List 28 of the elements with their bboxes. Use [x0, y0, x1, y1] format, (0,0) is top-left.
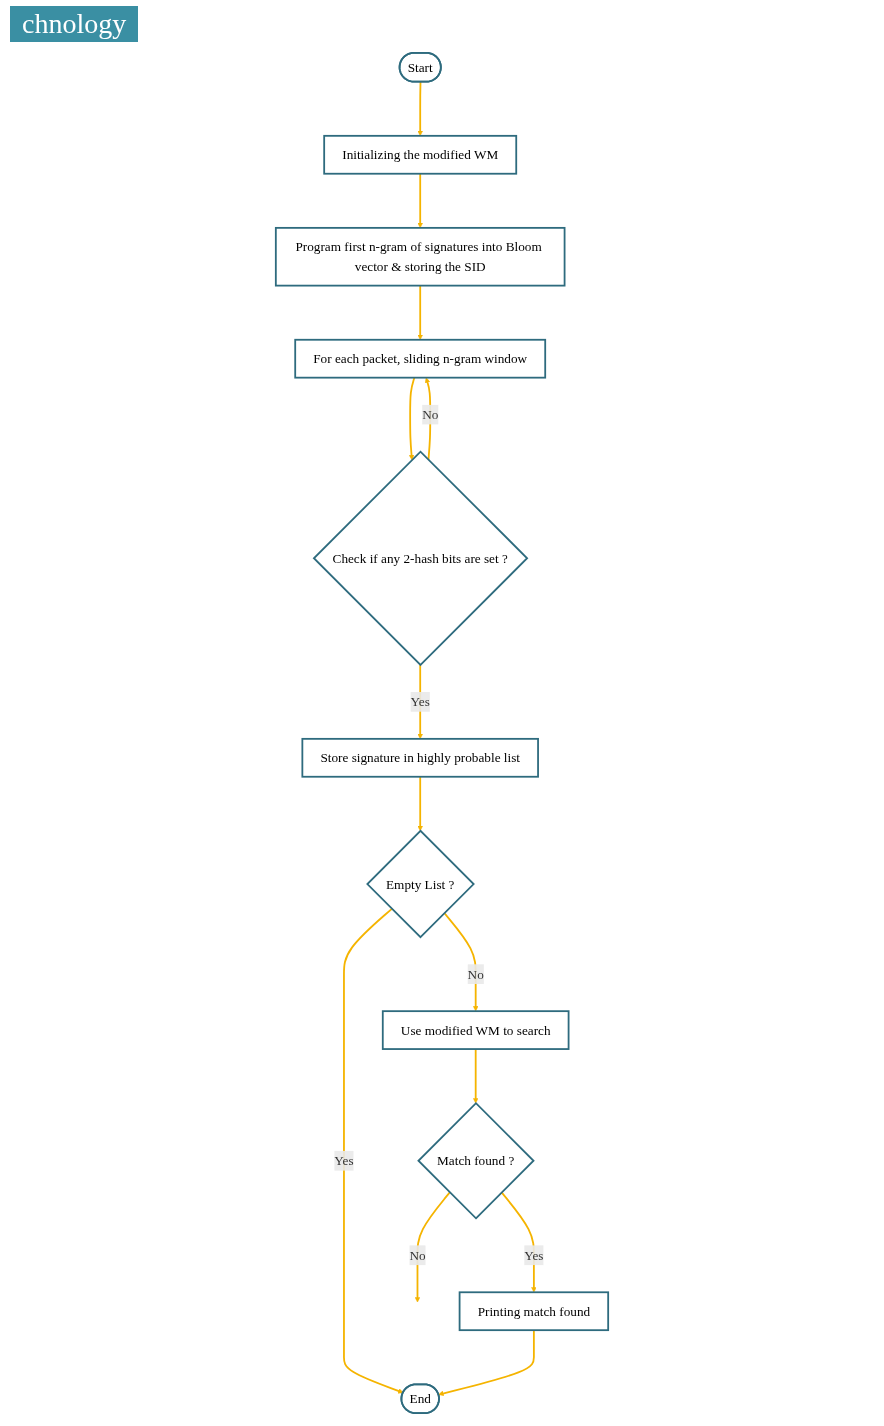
arrow [443, 912, 479, 1012]
arrow [408, 376, 416, 461]
node-box: Use modified WM to search [381, 1010, 570, 1050]
arrow [473, 1048, 479, 1104]
arrow [417, 663, 423, 740]
arrow [438, 1329, 535, 1396]
arrow [343, 907, 404, 1394]
arrow [414, 1191, 451, 1303]
edge-label: No [422, 407, 439, 423]
arrow [417, 172, 423, 229]
node-diamond: Empty List ? [366, 829, 475, 939]
arrow [417, 775, 423, 832]
node-diamond: Check if any 2-hash bits are set ? [312, 450, 529, 667]
node-box: Printing match found [458, 1291, 610, 1332]
node-box: Program first n-gram of signatures into Bloom vector & storing the SID [274, 226, 566, 287]
arrow [417, 81, 423, 137]
edge-label: Yes [334, 1153, 354, 1169]
arrow [500, 1191, 537, 1293]
node-diamond: Match found ? [417, 1101, 535, 1220]
node-box: For each packet, sliding n-gram window [294, 338, 547, 379]
edge-label: Yes [410, 694, 430, 710]
arrow [417, 284, 423, 340]
edge-label: No [409, 1247, 426, 1263]
edge-label: No [467, 966, 484, 982]
node-box: Initializing the modified WM [323, 134, 518, 175]
edge-label: Yes [524, 1247, 544, 1263]
node-box: Store signature in highly probable list [301, 737, 539, 778]
header-label: chnology [10, 6, 139, 42]
